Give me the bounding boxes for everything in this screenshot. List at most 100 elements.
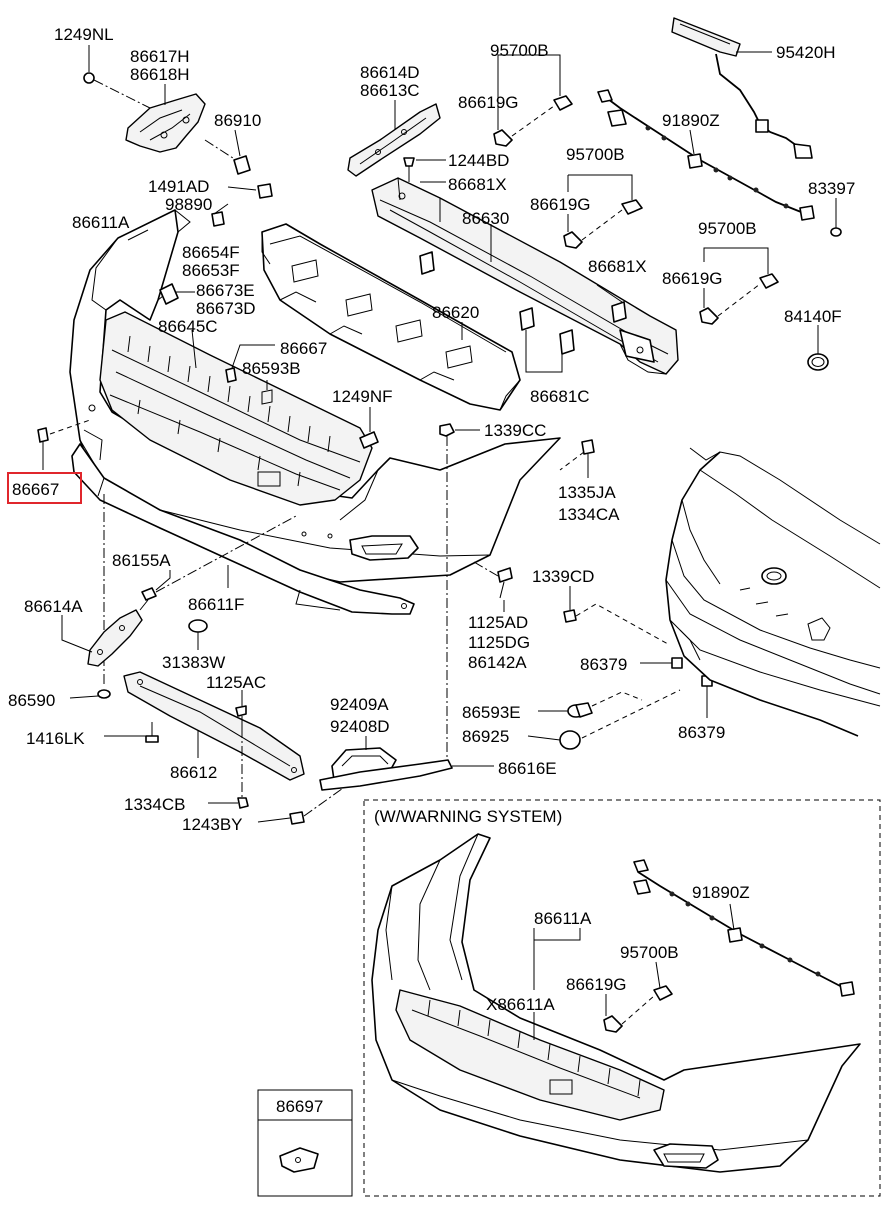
upper-bracket-86614d [347, 103, 441, 177]
label-86667-highlight[interactable]: 86667 [12, 480, 59, 499]
label-86593b[interactable]: 86593B [242, 359, 301, 378]
label-86619g-2[interactable]: 86619G [530, 195, 591, 214]
clip-86590 [69, 689, 111, 699]
label-box-86697[interactable]: 86697 [276, 1097, 323, 1116]
label-86681c[interactable]: 86681C [530, 387, 590, 406]
label-86616e[interactable]: 86616E [498, 759, 557, 778]
label-91890z[interactable]: 91890Z [662, 111, 720, 130]
label-inset-91890z[interactable]: 91890Z [692, 883, 750, 902]
label-86614d[interactable]: 86614D [360, 63, 420, 82]
label-86910[interactable]: 86910 [214, 111, 261, 130]
lower-skirt-86611f [71, 429, 415, 615]
bolt-1249nf [359, 407, 379, 449]
bolt-1125ac [235, 690, 247, 728]
vehicle-rear-body [665, 447, 881, 737]
cap-86925 [527, 689, 681, 750]
label-95420h[interactable]: 95420H [776, 43, 836, 62]
label-1244bd[interactable]: 1244BD [448, 151, 509, 170]
grommet-83397 [830, 198, 842, 237]
bumper-grille-86645c [99, 311, 373, 506]
label-86681x-top[interactable]: 86681X [448, 175, 507, 194]
inset-bumper-cover [371, 833, 861, 1173]
label-1335ja[interactable]: 1335JA [558, 483, 616, 502]
label-1249nf[interactable]: 1249NF [332, 387, 392, 406]
screw-1243by [257, 785, 347, 825]
label-86612[interactable]: 86612 [170, 763, 217, 782]
extension-wire-95420h [671, 17, 813, 159]
label-86619g-3[interactable]: 86619G [662, 269, 723, 288]
plug-86593e [538, 691, 643, 718]
label-86645c[interactable]: 86645C [158, 317, 218, 336]
label-1339cc[interactable]: 1339CC [484, 421, 546, 440]
clip-86379-a [640, 657, 683, 669]
label-inset-95700b[interactable]: 95700B [620, 943, 679, 962]
label-92409a[interactable]: 92409A [330, 695, 389, 714]
label-92408d[interactable]: 92408D [330, 717, 390, 736]
label-98890[interactable]: 98890 [165, 195, 212, 214]
sensor-86619g-2 [563, 199, 643, 249]
label-86617h[interactable]: 86617H [130, 47, 190, 66]
label-86593e[interactable]: 86593E [462, 703, 521, 722]
label-1334ca[interactable]: 1334CA [558, 505, 620, 524]
reinforcement-86612 [123, 671, 305, 781]
label-86925[interactable]: 86925 [462, 727, 509, 746]
inset-sensor [603, 985, 673, 1033]
clip-1335ja [559, 439, 595, 478]
label-86614a[interactable]: 86614A [24, 597, 83, 616]
label-1249nl[interactable]: 1249NL [54, 25, 114, 44]
label-1125ac[interactable]: 1125AC [206, 673, 266, 692]
label-86618h[interactable]: 86618H [130, 65, 190, 84]
label-1125ad[interactable]: 1125AD [468, 613, 528, 632]
label-inset-86611a[interactable]: 86611A [534, 909, 592, 928]
clip-86667-left [37, 419, 91, 470]
label-95700b-1[interactable]: 95700B [490, 41, 549, 60]
label-83397[interactable]: 83397 [808, 179, 855, 198]
label-1416lk[interactable]: 1416LK [26, 729, 85, 748]
label-86673e[interactable]: 86673E [196, 281, 255, 300]
label-86673d[interactable]: 86673D [196, 299, 256, 318]
label-86620[interactable]: 86620 [432, 303, 479, 322]
label-1243by[interactable]: 1243BY [182, 815, 243, 834]
side-bracket-86614a [87, 609, 143, 667]
label-86142a[interactable]: 86142A [468, 653, 527, 672]
label-86155a[interactable]: 86155A [112, 551, 171, 570]
label-86619g-1[interactable]: 86619G [458, 93, 519, 112]
sensor-86619g-1 [493, 95, 573, 147]
label-1491ad[interactable]: 1491AD [148, 177, 209, 196]
inset-title: (W/WARNING SYSTEM) [374, 807, 562, 826]
inset-wiring-harness [633, 859, 855, 997]
label-inset-86619g[interactable]: 86619G [566, 975, 627, 994]
wiring-harness-91890z [597, 89, 815, 221]
label-31383w[interactable]: 31383W [162, 653, 225, 672]
label-86590[interactable]: 86590 [8, 691, 55, 710]
grommet-31383w [188, 619, 208, 650]
clip-86910 [204, 139, 251, 175]
label-86667-top[interactable]: 86667 [280, 339, 327, 358]
label-86379-a[interactable]: 86379 [580, 655, 627, 674]
label-inset-x86611a[interactable]: X86611A [486, 995, 555, 1014]
label-84140f[interactable]: 84140F [784, 307, 842, 326]
label-86379-b[interactable]: 86379 [678, 723, 725, 742]
label-1334cb[interactable]: 1334CB [124, 795, 185, 814]
label-86611f[interactable]: 86611F [188, 595, 244, 614]
trim-strip-86616e [319, 759, 494, 791]
highlight-frame-86667 [7, 472, 82, 504]
screw-86155a [139, 515, 297, 611]
label-86653f[interactable]: 86653F [182, 261, 240, 280]
label-86654f[interactable]: 86654F [182, 243, 240, 262]
label-1125dg[interactable]: 1125DG [468, 633, 530, 652]
label-1339cd[interactable]: 1339CD [532, 567, 594, 586]
label-86611a[interactable]: 86611A [72, 213, 130, 232]
clip-86593b [261, 380, 273, 405]
label-86630[interactable]: 86630 [462, 209, 509, 228]
label-95700b-3[interactable]: 95700B [698, 219, 757, 238]
bumper-beam-86630 [371, 177, 679, 375]
screw-1249nl [83, 72, 151, 109]
label-86681x-mid[interactable]: 86681X [588, 257, 647, 276]
label-95700b-2[interactable]: 95700B [566, 145, 625, 164]
box-86697 [257, 1089, 353, 1197]
label-86613c[interactable]: 86613C [360, 81, 420, 100]
bolt-1416lk [104, 722, 159, 743]
reflector-86654f [159, 283, 195, 305]
